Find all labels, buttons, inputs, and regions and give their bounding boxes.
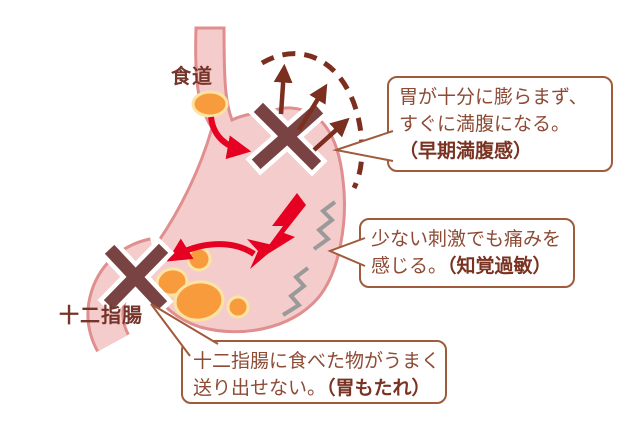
callout-text-line: 送り出せない。 [193, 377, 327, 399]
callout-gastric-retention: 十二指腸に食べた物がうまく 送り出せない。（胃もたれ） [181, 340, 447, 404]
callout-text-line: 十二指腸に食べた物がうまく [193, 350, 441, 372]
callout-emphasis: （知覚過敏） [447, 255, 552, 277]
callout-emphasis: （胃もたれ） [326, 377, 431, 399]
flow-arrow-duodenum [166, 238, 256, 262]
food-bolus-icon [191, 90, 229, 118]
callout-text-line: 感じる。 [371, 255, 448, 277]
callout-early-satiety: 胃が十分に膨らまず、 すぐに満腹になる。 （早期満腹感） [387, 76, 613, 172]
zigzag-marks-icon [281, 200, 337, 317]
callout-hypersensitivity: 少ない刺激でも痛みを 感じる。（知覚過敏） [359, 218, 575, 288]
duodenum-label: 十二指腸 [59, 303, 143, 327]
callout-text-line: 胃が十分に膨らまず、 [399, 86, 588, 108]
cross-pylorus-icon [97, 237, 175, 317]
pain-lightning-icon [247, 193, 306, 269]
flow-arrow-esophagus [208, 116, 252, 160]
callout-emphasis: （早期満腹感） [399, 140, 533, 162]
esophagus-label: 食道 [171, 64, 213, 88]
callout-text-line: 少ない刺激でも痛みを [371, 228, 562, 250]
callout-text-line: すぐに満腹になる。 [399, 113, 571, 135]
expansion-arc-icon [260, 51, 365, 190]
